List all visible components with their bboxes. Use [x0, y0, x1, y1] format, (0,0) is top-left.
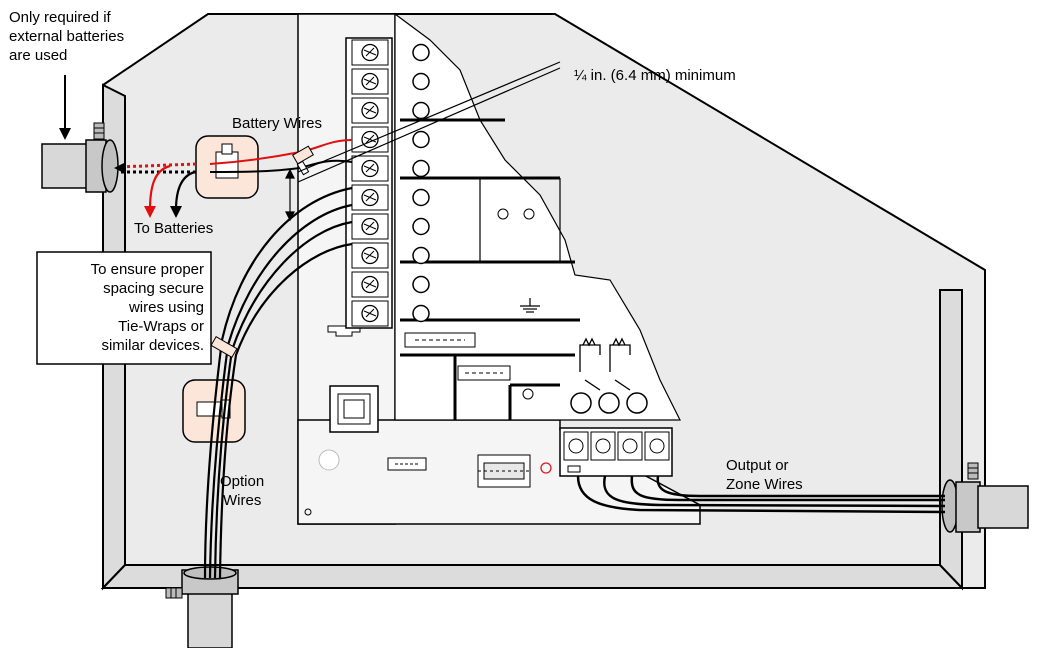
terminal-hole	[412, 188, 430, 207]
tie-wrap-note-line1: To ensure proper	[91, 261, 204, 278]
terminal-screw-slot	[363, 279, 377, 289]
terminal-hole	[412, 246, 430, 265]
terminal-screw-slot	[363, 163, 377, 173]
terminal-cells	[351, 39, 389, 327]
to-batteries-red-arrow	[148, 164, 171, 211]
output-wires-line2: Zone Wires	[726, 476, 803, 493]
board-mount-hole	[318, 449, 340, 471]
terminal-hole	[412, 130, 430, 149]
board-jumper-circle	[523, 208, 535, 220]
battery-wire-dotted-red	[117, 162, 197, 169]
external-note-arrow	[59, 75, 71, 140]
battery-tie-mount	[195, 135, 259, 199]
tie-wrap-note-box	[36, 251, 212, 365]
battery-wires-label: Battery Wires	[232, 115, 322, 132]
spacing-dimension	[285, 61, 561, 222]
relay-circles	[570, 392, 648, 414]
relay-terminal	[570, 392, 592, 414]
output-terminals	[563, 431, 670, 461]
zone-wire	[656, 475, 945, 498]
relay-section	[559, 337, 673, 477]
output-terminal-tab	[567, 465, 581, 473]
output-terminal-screw-icon	[649, 438, 665, 454]
terminal-hole	[412, 72, 430, 91]
to-batteries-black-arrow	[174, 170, 196, 211]
board-test-point	[522, 388, 534, 400]
terminal-hole	[412, 101, 430, 120]
terminal-screw-slot	[363, 47, 377, 57]
output-terminal-screw-icon	[568, 438, 584, 454]
output-terminal-screw-icon	[622, 438, 638, 454]
option-wire	[218, 242, 353, 579]
terminal-screw-slot	[363, 192, 377, 202]
ground-symbol-icon	[520, 298, 540, 313]
option-wires-line2: Wires	[223, 492, 261, 509]
labels: Only required if external batteries are …	[9, 9, 803, 509]
relay-coil-icon	[579, 337, 631, 391]
tie-wrap-note-line2: spacing secure	[103, 280, 204, 297]
zone-wire	[630, 475, 945, 502]
terminal-screw-slot	[363, 250, 377, 260]
terminal-hole	[412, 159, 430, 178]
terminal-screw-slot	[363, 134, 377, 144]
terminal-hole	[412, 275, 430, 294]
dip-chip	[477, 454, 531, 488]
rj-phone-jack	[329, 385, 379, 433]
terminal-screw-slot	[363, 221, 377, 231]
board-mount-hole	[304, 508, 312, 516]
terminal-screw-slot	[363, 76, 377, 86]
board-led	[540, 462, 552, 474]
tie-wrap-note-line4: Tie-Wraps or	[118, 318, 204, 335]
tie-wrap-note-line5: similar devices.	[101, 337, 204, 354]
zone-wire	[603, 475, 946, 508]
terminal-hole	[412, 43, 430, 62]
terminal-strip	[345, 37, 430, 329]
relay-terminal	[626, 392, 648, 414]
terminal-hole	[412, 304, 430, 323]
terminal-holes	[412, 43, 430, 323]
external-note-line3: are used	[9, 47, 67, 64]
output-wires-line1: Output or	[726, 457, 789, 474]
spacing-note-label: ¼ in. (6.4 mm) minimum	[574, 67, 736, 84]
relay-terminal	[598, 392, 620, 414]
output-terminal-screw-icon	[595, 438, 611, 454]
terminal-hole	[412, 217, 430, 236]
terminal-screw-slot	[363, 308, 377, 318]
terminal-screw-slot	[363, 105, 377, 115]
zone-wire	[576, 475, 946, 514]
board-fuse	[457, 365, 511, 381]
tie-wrap-note-line3: wires using	[128, 299, 204, 316]
tie-wrap-icon	[210, 335, 238, 359]
option-wires-line1: Option	[220, 473, 264, 490]
to-batteries-label: To Batteries	[134, 220, 213, 237]
right-conduit-fitting	[941, 462, 1029, 533]
tie-wrap-icon	[292, 145, 314, 176]
cabinet-right-flange	[939, 289, 963, 591]
board-jumper-circle	[497, 208, 509, 220]
external-note-line2: external batteries	[9, 28, 124, 45]
external-note-line1: Only required if	[9, 9, 112, 26]
